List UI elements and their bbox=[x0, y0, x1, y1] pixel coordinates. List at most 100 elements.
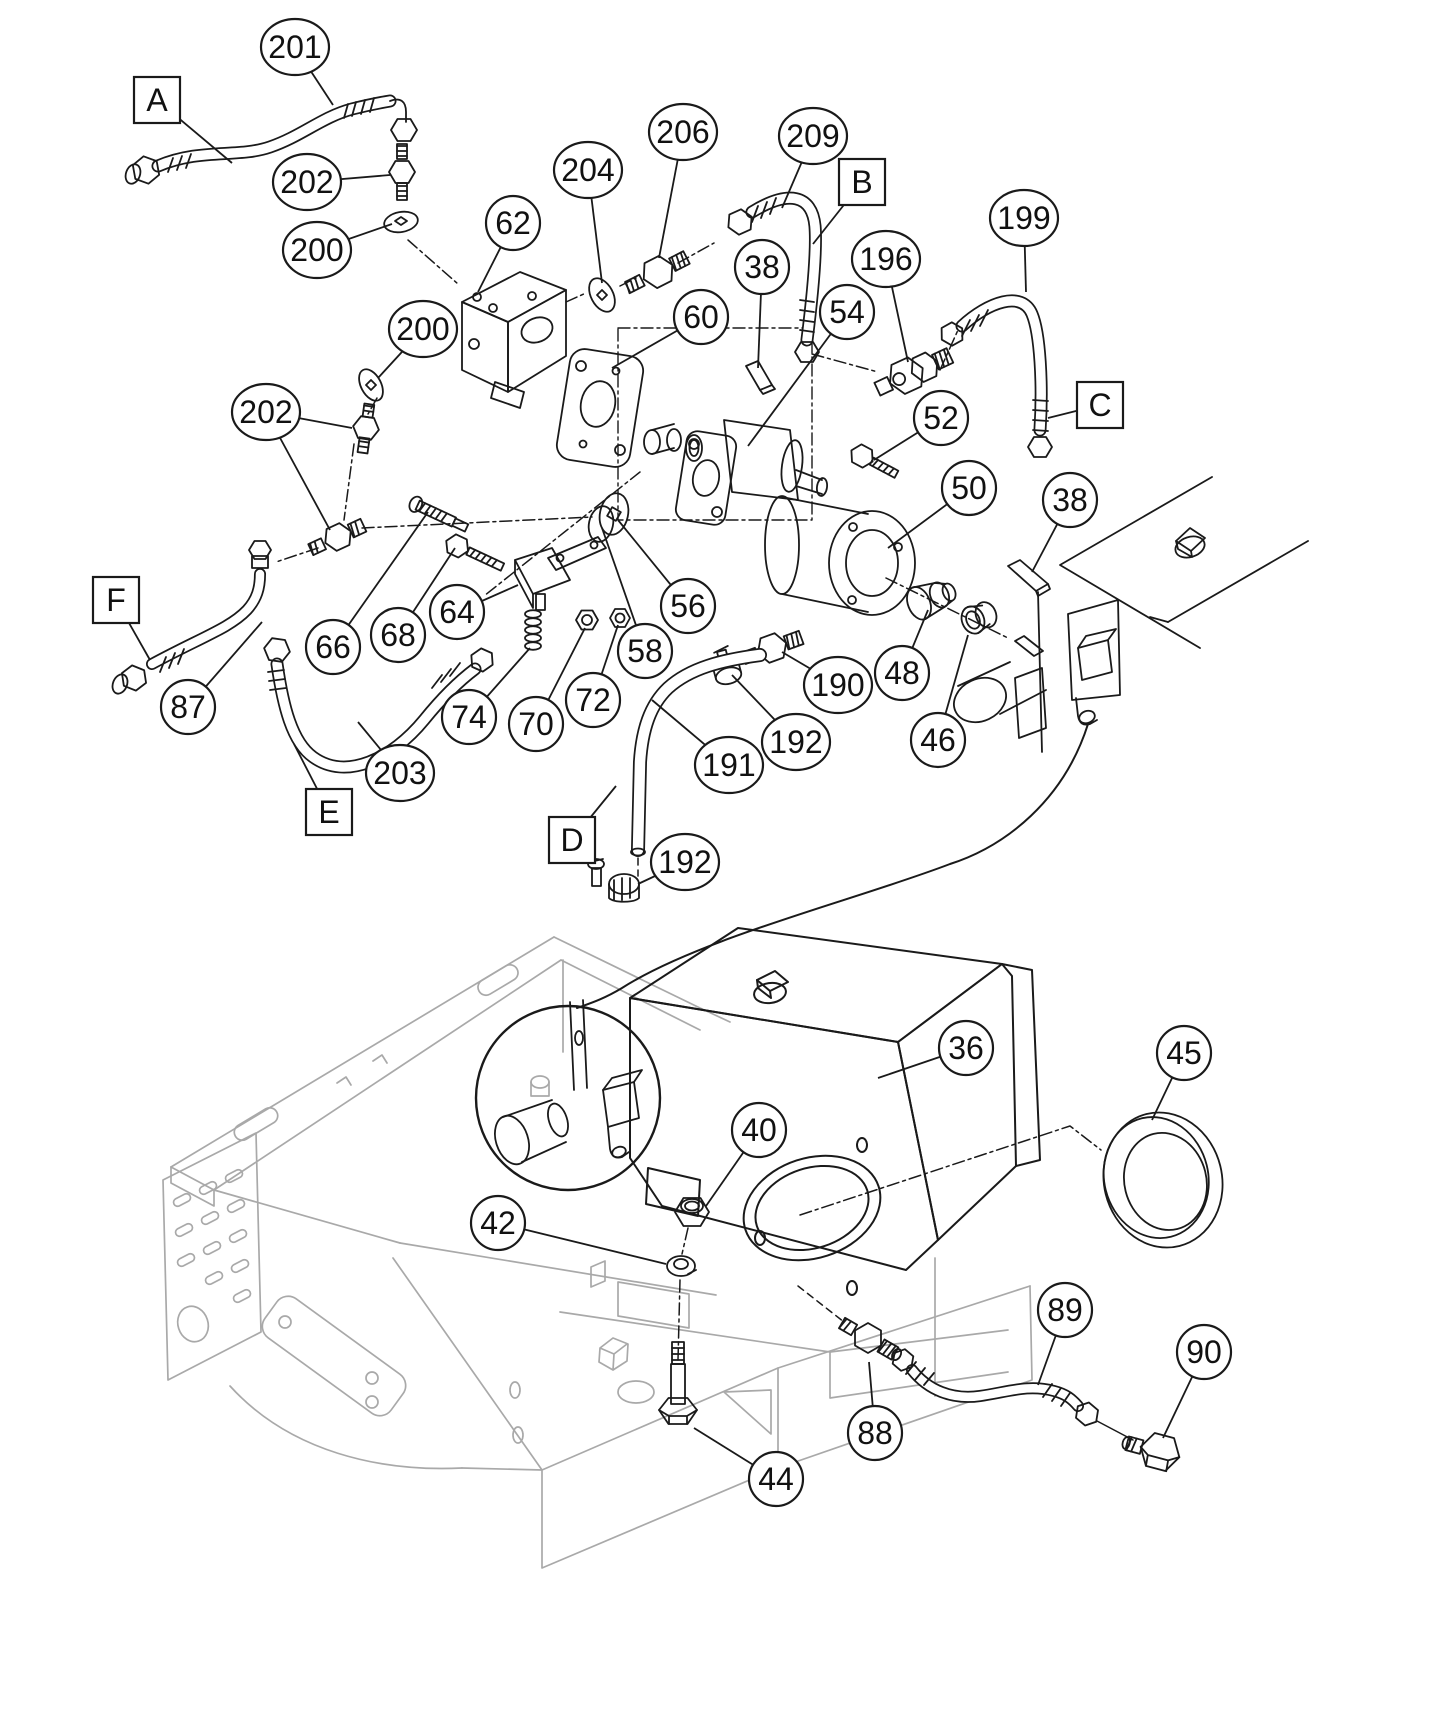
callout-90: 90 bbox=[1175, 1323, 1233, 1381]
clamp-192-lower bbox=[587, 858, 640, 903]
svg-text:72: 72 bbox=[575, 682, 611, 718]
svg-text:90: 90 bbox=[1186, 1334, 1222, 1370]
svg-text:68: 68 bbox=[380, 617, 416, 653]
callout-89: 89 bbox=[1036, 1281, 1094, 1339]
ref-letter-E: E bbox=[304, 787, 354, 837]
spring-74 bbox=[524, 609, 542, 651]
callout-38: 38 bbox=[733, 238, 791, 296]
callout-87: 87 bbox=[159, 678, 217, 736]
svg-text:89: 89 bbox=[1047, 1292, 1083, 1328]
svg-text:48: 48 bbox=[884, 655, 920, 691]
callout-204: 204 bbox=[552, 140, 624, 200]
callout-74: 74 bbox=[440, 688, 498, 746]
detail-circle bbox=[474, 999, 662, 1192]
callout-192: 192 bbox=[649, 832, 721, 892]
svg-text:88: 88 bbox=[857, 1415, 893, 1451]
svg-text:46: 46 bbox=[920, 722, 956, 758]
callout-56: 56 bbox=[659, 577, 717, 635]
svg-text:87: 87 bbox=[170, 689, 206, 725]
callout-52: 52 bbox=[912, 389, 970, 447]
hose-d bbox=[630, 648, 767, 857]
callout-70: 70 bbox=[507, 695, 565, 753]
dashed-box bbox=[617, 327, 813, 521]
svg-text:199: 199 bbox=[997, 200, 1050, 236]
washer-58 bbox=[587, 505, 615, 543]
svg-text:38: 38 bbox=[1052, 482, 1088, 518]
fitting-202-top bbox=[388, 143, 416, 201]
svg-text:196: 196 bbox=[859, 241, 912, 277]
hose-f bbox=[111, 540, 272, 695]
callout-209: 209 bbox=[777, 106, 849, 166]
bolt-44 bbox=[658, 1341, 698, 1425]
svg-text:192: 192 bbox=[769, 724, 822, 760]
callout-191: 191 bbox=[693, 735, 765, 795]
svg-text:50: 50 bbox=[951, 470, 987, 506]
callout-62: 62 bbox=[484, 194, 542, 252]
svg-text:A: A bbox=[146, 82, 168, 118]
callout-190: 190 bbox=[802, 655, 874, 715]
sleeve-and-oring bbox=[643, 423, 703, 462]
ref-letter-D: D bbox=[547, 815, 597, 865]
callout-201: 201 bbox=[259, 17, 331, 77]
svg-text:B: B bbox=[851, 164, 872, 200]
washer-200-mid bbox=[358, 368, 384, 402]
callout-44: 44 bbox=[747, 1450, 805, 1508]
svg-text:58: 58 bbox=[627, 633, 663, 669]
nut-70 bbox=[575, 609, 599, 631]
key-38-right bbox=[1007, 559, 1051, 657]
svg-text:202: 202 bbox=[280, 164, 333, 200]
svg-text:66: 66 bbox=[315, 629, 351, 665]
ref-letter-A: A bbox=[132, 75, 182, 125]
callout-202: 202 bbox=[230, 382, 302, 442]
svg-text:200: 200 bbox=[290, 232, 343, 268]
svg-text:44: 44 bbox=[758, 1461, 794, 1497]
callout-46: 46 bbox=[909, 711, 967, 769]
svg-text:42: 42 bbox=[480, 1205, 516, 1241]
key-38-upper bbox=[745, 360, 776, 395]
callout-68: 68 bbox=[369, 606, 427, 664]
detail-leader-curve bbox=[576, 723, 1089, 1009]
svg-text:60: 60 bbox=[683, 299, 719, 335]
callout-206: 206 bbox=[647, 102, 719, 162]
hidden-lines bbox=[637, 857, 845, 1323]
callout-66: 66 bbox=[304, 618, 362, 676]
svg-text:52: 52 bbox=[923, 400, 959, 436]
callout-200: 200 bbox=[281, 220, 353, 280]
svg-text:204: 204 bbox=[561, 152, 614, 188]
callout-196: 196 bbox=[850, 229, 922, 289]
callout-40: 40 bbox=[730, 1101, 788, 1159]
insert-48 bbox=[906, 581, 957, 621]
hose-e bbox=[263, 637, 494, 774]
svg-text:56: 56 bbox=[670, 588, 706, 624]
callout-199: 199 bbox=[988, 188, 1060, 248]
callout-60: 60 bbox=[672, 288, 730, 346]
svg-text:45: 45 bbox=[1166, 1035, 1202, 1071]
fitting-88 bbox=[838, 1316, 903, 1361]
deck-corner bbox=[1059, 476, 1309, 649]
callout-54: 54 bbox=[818, 283, 876, 341]
frame-corner-parts bbox=[953, 591, 1121, 753]
fitting-190 bbox=[740, 629, 805, 665]
plug-90 bbox=[1121, 1432, 1181, 1473]
svg-text:74: 74 bbox=[451, 699, 487, 735]
callout-192: 192 bbox=[760, 712, 832, 772]
adapter-202-lower bbox=[307, 517, 368, 557]
bracket-62 bbox=[461, 271, 567, 409]
callout-48: 48 bbox=[873, 644, 931, 702]
nut-40 bbox=[674, 1197, 710, 1227]
hose-89 bbox=[891, 1348, 1134, 1441]
callout-50: 50 bbox=[940, 459, 998, 517]
svg-text:200: 200 bbox=[396, 311, 449, 347]
callout-72: 72 bbox=[564, 671, 622, 729]
pump-36 bbox=[629, 927, 1041, 1296]
svg-text:F: F bbox=[106, 582, 126, 618]
seal-ring-45 bbox=[1102, 1111, 1224, 1249]
bolt-52 bbox=[850, 443, 900, 479]
washer-200-top bbox=[383, 210, 419, 234]
svg-text:62: 62 bbox=[495, 205, 531, 241]
washer-56 bbox=[598, 492, 630, 536]
svg-text:D: D bbox=[560, 822, 583, 858]
lever-64 bbox=[514, 536, 607, 611]
